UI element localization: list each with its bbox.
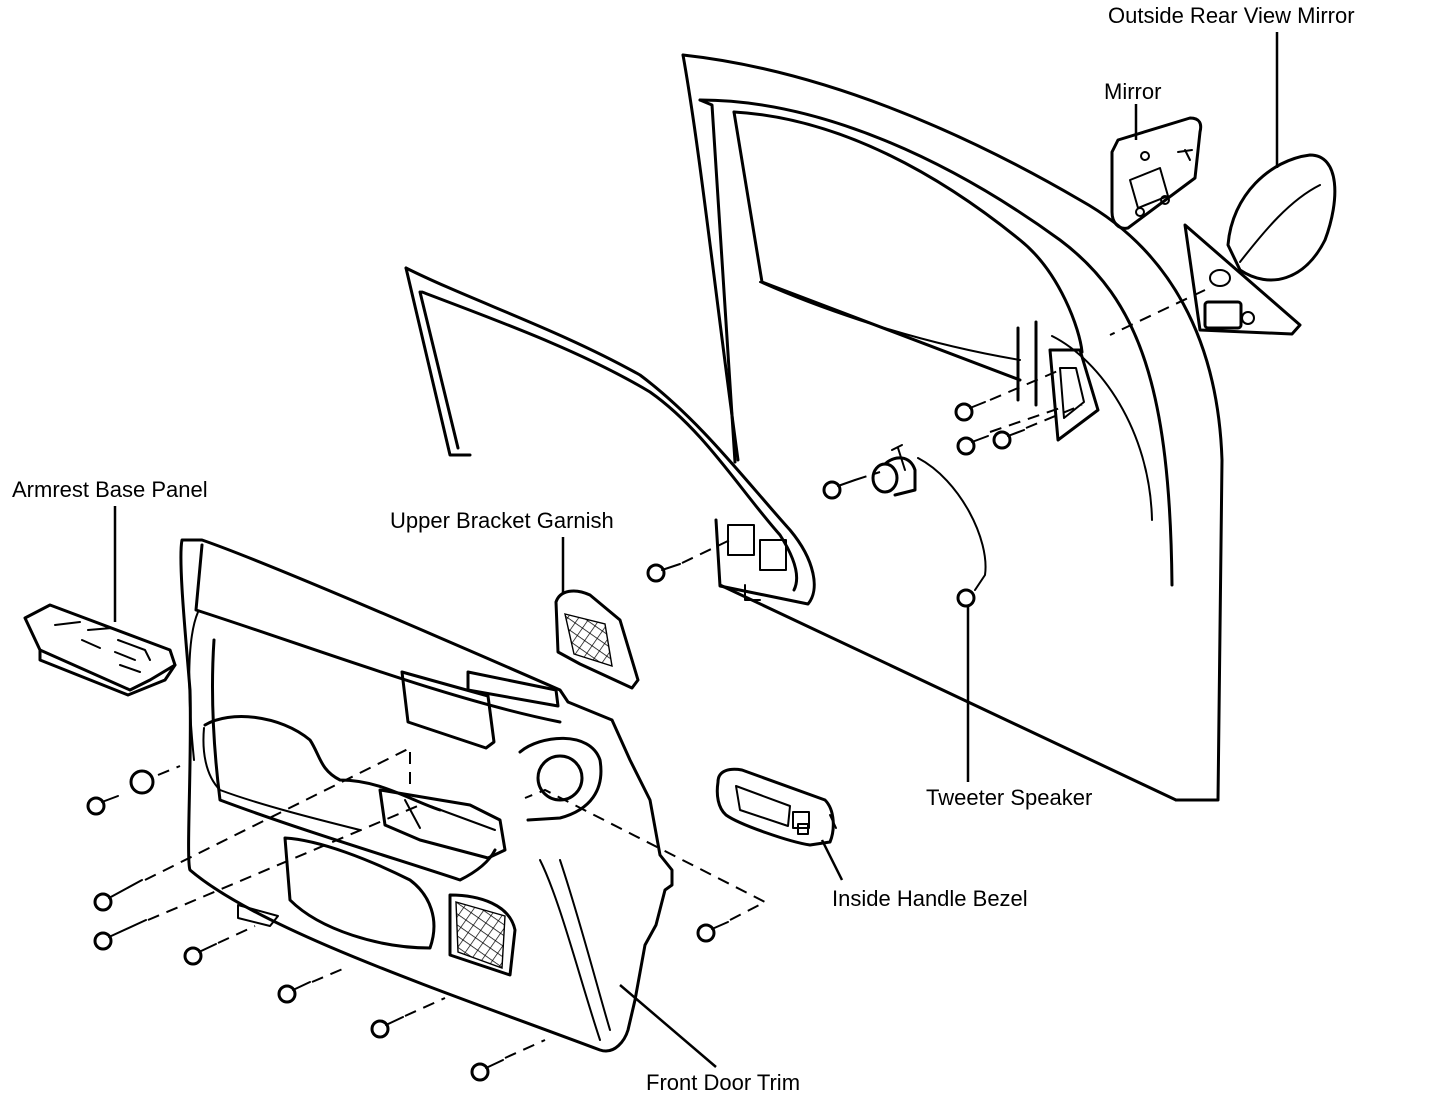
door-shell <box>681 53 1224 802</box>
label-inside-handle-bezel: Inside Handle Bezel <box>832 886 1028 911</box>
alignment-lines <box>144 289 1206 1059</box>
tweeter-speaker <box>871 444 987 608</box>
label-tweeter-speaker: Tweeter Speaker <box>926 785 1092 810</box>
leader-lines <box>113 32 1279 1068</box>
upper-bracket-frame <box>404 266 816 606</box>
label-armrest-base-panel: Armrest Base Panel <box>12 477 208 502</box>
label-front-door-trim: Front Door Trim <box>646 1070 800 1095</box>
armrest-base-panel <box>23 603 177 697</box>
mirror-glass <box>1110 116 1203 230</box>
fasteners <box>86 401 1025 1082</box>
front-door-trim <box>179 538 674 1053</box>
upper-bracket-garnish <box>554 589 640 690</box>
outside-rear-view-mirror <box>1183 153 1337 336</box>
labels: Outside Rear View Mirror Mirror Armrest … <box>12 3 1355 1095</box>
inside-handle-bezel <box>715 767 837 847</box>
label-upper-bracket-garnish: Upper Bracket Garnish <box>390 508 614 533</box>
label-outside-rear-view-mirror: Outside Rear View Mirror <box>1108 3 1355 28</box>
label-mirror: Mirror <box>1104 79 1161 104</box>
